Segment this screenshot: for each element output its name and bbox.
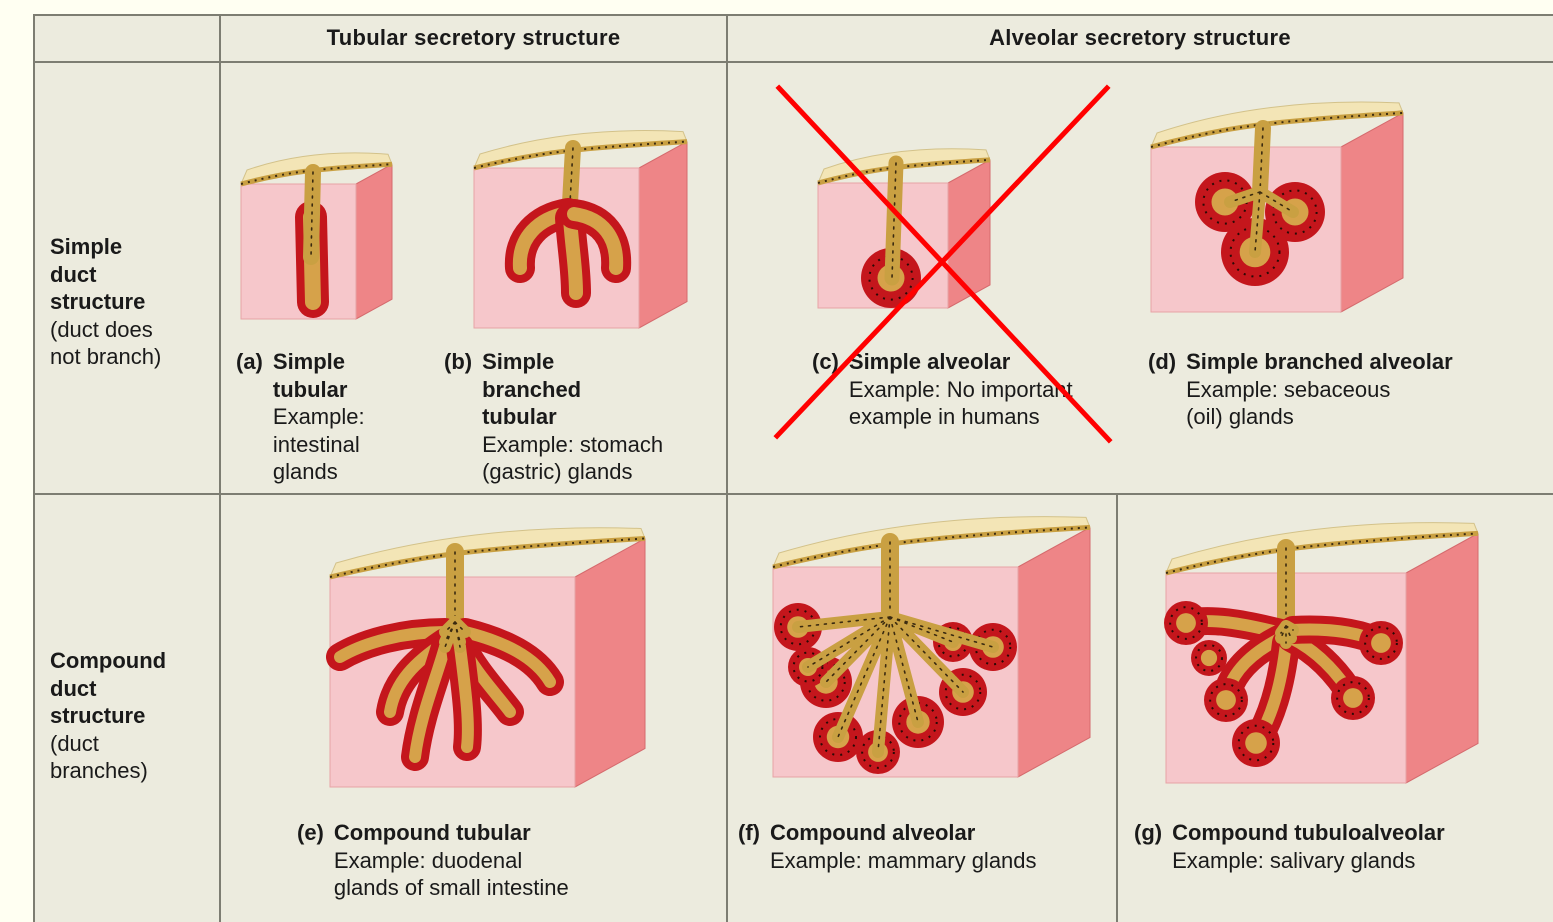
compound-tubuloalveolar-illustration [1131, 528, 1476, 790]
alveolus-lumen [1343, 688, 1363, 708]
row-label-compound-note-2: branches) [50, 757, 166, 785]
caption-a: (a) Simple tubular Example: intestinal g… [236, 348, 365, 486]
caption-c-letter: (c) [812, 348, 839, 431]
caption-a-example-3: glands [273, 458, 365, 486]
caption-e: (e) Compound tubular Example: duodenal g… [297, 819, 569, 902]
caption-b-letter: (b) [444, 348, 472, 486]
caption-g-title: Compound tubuloalveolar [1172, 820, 1445, 845]
duct [445, 622, 465, 647]
caption-d-title: Simple branched alveolar [1186, 349, 1453, 374]
caption-b-example-2: (gastric) glands [482, 458, 663, 486]
caption-g-letter: (g) [1134, 819, 1162, 874]
row-label-compound-title-3: structure [50, 702, 166, 730]
row-label-compound-title-2: duct [50, 675, 166, 703]
row-label-simple-note-1: (duct does [50, 316, 161, 344]
caption-b-title-1: Simple [482, 349, 554, 374]
alveolus-lumen [1176, 613, 1196, 633]
row-label-simple: Simple duct structure (duct does not bra… [50, 233, 161, 371]
caption-e-letter: (e) [297, 819, 324, 902]
caption-d-example-1: Example: sebaceous [1186, 376, 1453, 404]
caption-e-example-2: glands of small intestine [334, 874, 569, 902]
caption-c-example-2: example in humans [849, 403, 1073, 431]
simple-alveolar-illustration [808, 128, 1013, 313]
caption-a-example-1: Example: [273, 403, 365, 431]
caption-a-letter: (a) [236, 348, 263, 486]
caption-a-title-1: Simple [273, 349, 345, 374]
caption-d-letter: (d) [1148, 348, 1176, 431]
caption-b-title-3: tubular [482, 404, 557, 429]
column-header-tubular: Tubular secretory structure [220, 14, 727, 62]
row-label-simple-title-2: duct [50, 261, 161, 289]
tissue-side [639, 142, 687, 328]
caption-c-example-1: Example: No important [849, 376, 1073, 404]
row-label-simple-title-3: structure [50, 288, 161, 316]
caption-d: (d) Simple branched alveolar Example: se… [1148, 348, 1453, 431]
tissue-side [948, 160, 990, 308]
alveolus-lumen [1371, 633, 1391, 653]
compound-tubular-illustration [295, 532, 640, 792]
row-label-simple-title-1: Simple [50, 233, 161, 261]
caption-b-example-1: Example: stomach [482, 431, 663, 459]
caption-f-title: Compound alveolar [770, 820, 975, 845]
compound-alveolar-illustration [738, 517, 1098, 787]
caption-a-example-2: intestinal [273, 431, 365, 459]
tissue-side [575, 539, 645, 788]
caption-c-title: Simple alveolar [849, 349, 1010, 374]
tissue-side [1406, 533, 1478, 783]
simple-tubular-illustration [233, 132, 393, 322]
caption-a-title-2: tubular [273, 377, 348, 402]
gland-classification-figure: Tubular secretory structure Alveolar sec… [33, 14, 1553, 922]
column-header-alveolar: Alveolar secretory structure [727, 14, 1553, 62]
caption-f-letter: (f) [738, 819, 760, 874]
row-label-compound: Compound duct structure (duct branches) [50, 647, 166, 785]
tissue-side [356, 164, 392, 319]
alveolus-lumen [1216, 690, 1236, 710]
caption-e-title: Compound tubular [334, 820, 531, 845]
caption-e-example-1: Example: duodenal [334, 847, 569, 875]
tissue-side [1341, 113, 1403, 312]
caption-b-title-2: branched [482, 377, 581, 402]
alveolus-lumen [1201, 650, 1217, 666]
caption-d-example-2: (oil) glands [1186, 403, 1453, 431]
row-label-compound-note-1: (duct [50, 730, 166, 758]
caption-b: (b) Simple branched tubular Example: sto… [444, 348, 663, 486]
caption-f: (f) Compound alveolar Example: mammary g… [738, 819, 1037, 874]
caption-f-example-1: Example: mammary glands [770, 847, 1037, 875]
row-label-simple-note-2: not branch) [50, 343, 161, 371]
alveolus-lumen [1245, 732, 1267, 754]
caption-c: (c) Simple alveolar Example: No importan… [812, 348, 1073, 431]
tissue-side [1018, 527, 1090, 777]
row-label-compound-title-1: Compound [50, 647, 166, 675]
simple-branched-tubular-illustration [468, 118, 688, 328]
simple-branched-alveolar-illustration [1145, 102, 1410, 317]
caption-g-example-1: Example: salivary glands [1172, 847, 1445, 875]
caption-g: (g) Compound tubuloalveolar Example: sal… [1134, 819, 1445, 874]
